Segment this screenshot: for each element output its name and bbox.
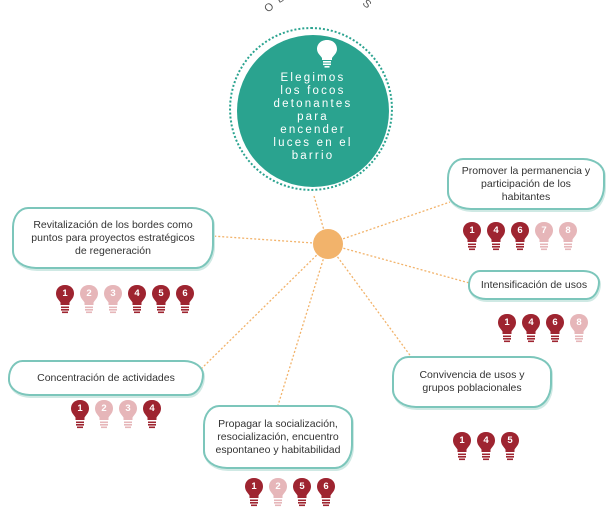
objective-label: Revitalización de los bordes como puntos… [31, 218, 195, 257]
bulb-number: 3 [110, 288, 116, 299]
bulb-number: 2 [101, 403, 107, 414]
hub-line: encender [280, 124, 346, 136]
bulb-row-5: 1 4 6 8 [497, 314, 589, 344]
objective-label: Propagar la socialización, resocializaci… [215, 417, 341, 456]
connector-5 [327, 243, 474, 285]
bulb-number: 4 [528, 317, 534, 328]
lightbulb-icon: 6 [175, 285, 195, 315]
lightbulb-icon: 2 [268, 478, 288, 508]
lightbulb-icon: 6 [545, 314, 565, 344]
objective-cloud-2: Concentración de actividades [8, 360, 204, 396]
bulb-row-3: 1 2 5 6 [244, 478, 336, 508]
objective-label: Intensificación de usos [480, 278, 588, 291]
objetivos-title: OBJETIVOS [262, 0, 378, 15]
lightbulb-icon: 3 [103, 285, 123, 315]
bulb-number: 1 [459, 435, 465, 446]
objective-cloud-4: Convivencia de usos y grupos poblacional… [392, 356, 552, 408]
svg-text:OBJETIVOS: OBJETIVOS [262, 0, 378, 15]
bulb-number: 6 [323, 481, 329, 492]
lightbulb-icon: 1 [462, 222, 482, 252]
objective-cloud-1: Revitalización de los bordes como puntos… [12, 207, 214, 269]
lightbulb-icon: 6 [316, 478, 336, 508]
bulb-number: 8 [565, 225, 571, 236]
bulb-number: 6 [182, 288, 188, 299]
hub-text: Elegimos los focos detonantes para encen… [250, 72, 376, 163]
bulb-row-4: 1 4 5 [452, 432, 520, 462]
bulb-number: 3 [125, 403, 131, 414]
lightbulb-icon: 2 [79, 285, 99, 315]
lightbulb-icon: 8 [558, 222, 578, 252]
bulb-number: 5 [507, 435, 513, 446]
hub-line: para [297, 111, 329, 123]
hub-line: detonantes [273, 98, 353, 110]
hub-line: los focos [280, 85, 346, 97]
lightbulb-icon: 5 [292, 478, 312, 508]
bulb-number: 1 [251, 481, 257, 492]
bulb-number: 6 [552, 317, 558, 328]
bulb-number: 1 [504, 317, 510, 328]
bulb-number: 1 [77, 403, 83, 414]
lightbulb-icon: 6 [510, 222, 530, 252]
bulb-row-6: 1 4 6 7 8 [462, 222, 578, 252]
bulb-number: 4 [149, 403, 155, 414]
objective-cloud-5: Intensificación de usos [468, 270, 600, 300]
objective-cloud-3: Propagar la socialización, resocializaci… [203, 405, 353, 469]
bulb-number: 5 [299, 481, 305, 492]
connector-6 [327, 201, 451, 245]
lightbulb-icon: 1 [452, 432, 472, 462]
lightbulb-icon: 4 [127, 285, 147, 315]
bulb-number: 1 [469, 225, 475, 236]
hub-line: Elegimos [280, 72, 346, 84]
lightbulb-icon: 5 [151, 285, 171, 315]
lightbulb-icon: 1 [70, 400, 90, 430]
lightbulb-icon: 1 [497, 314, 517, 344]
lightbulb-icon: 1 [244, 478, 264, 508]
bulb-number: 8 [576, 317, 582, 328]
lightbulb-icon [315, 38, 339, 73]
hub-dotted-ring [229, 27, 393, 191]
bulb-row-1: 1 2 3 4 5 6 [55, 285, 195, 315]
lightbulb-icon: 4 [476, 432, 496, 462]
lightbulb-icon: 4 [486, 222, 506, 252]
objective-label: Concentración de actividades [37, 371, 175, 384]
lightbulb-icon: 8 [569, 314, 589, 344]
hub-line: luces en el [273, 137, 353, 149]
hub-circle [237, 35, 389, 187]
connector-4 [327, 243, 416, 363]
objective-label: Convivencia de usos y grupos poblacional… [419, 369, 525, 394]
connector-3 [274, 243, 329, 416]
bulb-number: 4 [493, 225, 499, 236]
bulb-number: 7 [541, 225, 547, 236]
objective-label: Promover la permanencia y participación … [461, 164, 591, 203]
bulb-number: 6 [517, 225, 523, 236]
bulb-number: 2 [275, 481, 281, 492]
connector-1 [211, 235, 329, 245]
bulb-number: 5 [158, 288, 164, 299]
connector-2 [199, 243, 329, 371]
lightbulb-icon: 5 [500, 432, 520, 462]
lightbulb-icon: 1 [55, 285, 75, 315]
bulb-number: 4 [483, 435, 489, 446]
center-node [313, 229, 343, 259]
objetivos-text: OBJETIVOS [262, 0, 372, 15]
lightbulb-icon: 2 [94, 400, 114, 430]
objective-cloud-6: Promover la permanencia y participación … [447, 158, 605, 210]
lightbulb-icon: 7 [534, 222, 554, 252]
bulb-number: 2 [86, 288, 92, 299]
bulb-row-2: 1 2 3 4 [70, 400, 162, 430]
bulb-number: 1 [62, 288, 68, 299]
bulb-number: 4 [134, 288, 140, 299]
lightbulb-icon: 3 [118, 400, 138, 430]
lightbulb-icon: 4 [142, 400, 162, 430]
lightbulb-icon: 4 [521, 314, 541, 344]
hub-line: barrio [291, 150, 335, 162]
